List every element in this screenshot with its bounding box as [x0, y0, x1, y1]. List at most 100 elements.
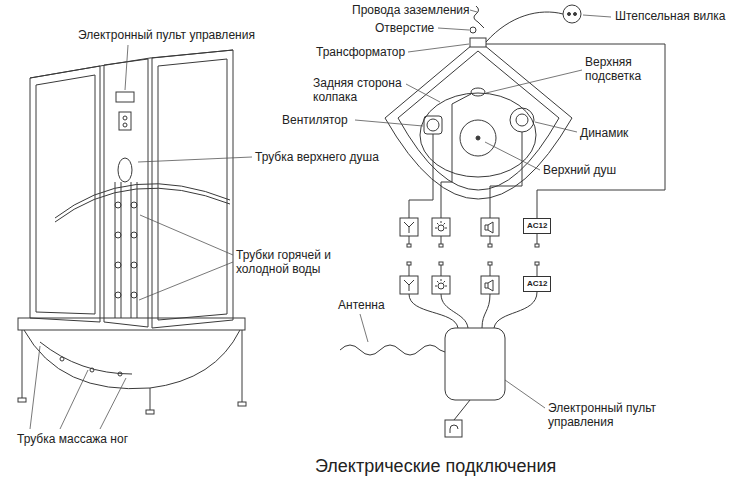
- jet: [115, 292, 121, 298]
- right-glass: [158, 59, 227, 320]
- control-key: [123, 123, 127, 127]
- part-label: Трубки горячей и холодной воды: [236, 248, 348, 276]
- water-pipe: [121, 182, 122, 318]
- jet: [115, 262, 121, 268]
- wire: [486, 44, 665, 218]
- leader-line: [505, 380, 545, 408]
- water-pipe: [137, 182, 138, 318]
- connectors-upper: [400, 218, 539, 247]
- wire: [441, 94, 471, 218]
- leader-line: [138, 157, 252, 162]
- jet: [131, 232, 137, 238]
- shower-cabin: [18, 50, 246, 414]
- part-label: Антенна: [338, 298, 385, 312]
- light-rays: [435, 279, 447, 286]
- connector: [400, 218, 418, 236]
- leader-line: [406, 84, 440, 102]
- top-shower: [460, 120, 496, 156]
- plug-pin: [574, 13, 577, 16]
- fan: [424, 116, 442, 134]
- pins: [409, 234, 537, 244]
- wire: [482, 294, 490, 328]
- leader-line: [60, 370, 88, 429]
- foot-massage-tube: [40, 342, 132, 374]
- control-keys: [119, 112, 131, 130]
- connector: [445, 420, 462, 437]
- light-icon: [438, 225, 444, 231]
- plug: [563, 5, 581, 23]
- tray-rim: [18, 318, 245, 330]
- connector-label: AC12: [527, 278, 547, 290]
- leader-line: [408, 44, 469, 52]
- wire: [409, 134, 433, 218]
- jet: [131, 202, 137, 208]
- connector: [481, 218, 499, 236]
- jet: [118, 372, 122, 376]
- wire: [490, 132, 522, 218]
- top-shower-center: [476, 136, 480, 140]
- part-label: Вентилятор: [282, 113, 348, 127]
- connector-label: AC12: [527, 220, 547, 232]
- connector-block: AC12: [523, 218, 551, 234]
- leader-line: [139, 262, 233, 300]
- wire: [494, 292, 537, 328]
- fan-icon: [404, 222, 414, 233]
- foot: [18, 398, 26, 402]
- hood-inner: [398, 51, 559, 190]
- jet: [115, 232, 121, 238]
- connector-block: AC12: [523, 276, 551, 292]
- plug-cord: [486, 12, 563, 42]
- leader-line: [360, 314, 368, 342]
- speaker: [510, 108, 534, 132]
- left-panel: [30, 66, 100, 322]
- leader-line: [30, 346, 40, 429]
- part-label: Электронный пульт управления: [78, 28, 255, 42]
- pin-end: [439, 262, 443, 265]
- top-light: [471, 88, 485, 96]
- jet: [90, 368, 94, 372]
- jet: [131, 262, 137, 268]
- wire: [441, 294, 468, 328]
- foot: [238, 402, 246, 406]
- leader-lines: [30, 10, 611, 429]
- leader-line: [486, 70, 582, 93]
- leader-line: [535, 122, 577, 132]
- part-label: Верхний душ: [543, 163, 616, 177]
- part-label: Трансформатор: [316, 45, 405, 59]
- speaker-cone: [516, 114, 528, 126]
- transformer: [470, 38, 486, 47]
- connector: [481, 276, 499, 294]
- water-pipe: [131, 182, 132, 318]
- antenna: [340, 345, 445, 355]
- part-label: Провода заземления: [352, 3, 469, 17]
- leg: [242, 330, 243, 402]
- leader-line: [470, 10, 477, 12]
- pin-end: [407, 262, 411, 265]
- top-frame: [30, 50, 233, 78]
- fan-rotor: [427, 119, 439, 131]
- connector: [432, 276, 450, 294]
- leader-line: [140, 215, 233, 255]
- part-label: Штепсельная вилка: [615, 9, 725, 23]
- part-label: Динамик: [580, 126, 628, 140]
- leader-line: [355, 120, 423, 126]
- control-key: [123, 116, 127, 120]
- ground-wires: [474, 6, 484, 28]
- leader-line: [485, 142, 540, 170]
- speaker-icon: [485, 280, 493, 291]
- leader-line: [100, 378, 126, 429]
- jet: [115, 202, 121, 208]
- connector: [400, 276, 418, 294]
- pin-end: [535, 244, 539, 247]
- fan-icon: [404, 280, 414, 291]
- water-pipe: [115, 182, 116, 318]
- hook-icon: [450, 425, 458, 433]
- center-panel: [104, 59, 148, 327]
- leader-line: [438, 28, 469, 30]
- part-label: Отверстие: [375, 21, 434, 35]
- light-icon: [438, 283, 444, 289]
- jet: [60, 357, 64, 361]
- control-unit: [340, 292, 537, 437]
- pin-end: [535, 262, 539, 265]
- leg: [22, 330, 23, 398]
